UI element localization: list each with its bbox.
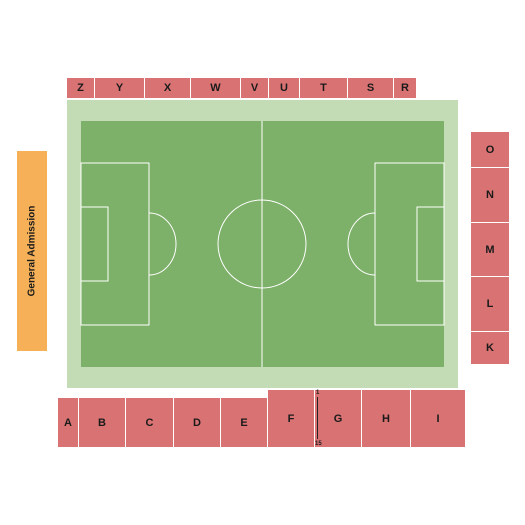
right-goal-box	[416, 206, 445, 282]
section-label: V	[250, 82, 259, 94]
section-t[interactable]: T	[300, 78, 347, 98]
section-v[interactable]: V	[241, 78, 268, 98]
section-l[interactable]: L	[471, 277, 509, 331]
section-g[interactable]: G	[315, 390, 361, 447]
section-label: Y	[115, 82, 124, 94]
section-c[interactable]: C	[126, 398, 173, 447]
center-circle	[217, 199, 307, 289]
section-label: F	[287, 412, 295, 425]
section-m[interactable]: M	[471, 223, 509, 276]
section-label: H	[382, 412, 390, 425]
section-label: N	[486, 189, 494, 201]
section-i[interactable]: I	[411, 390, 465, 447]
section-u[interactable]: U	[269, 78, 299, 98]
section-label: C	[145, 416, 154, 429]
section-label: T	[320, 82, 327, 94]
section-s[interactable]: S	[348, 78, 393, 98]
section-k[interactable]: K	[471, 332, 509, 364]
left-penalty-arc	[148, 212, 177, 276]
section-label: M	[485, 243, 495, 256]
section-label: R	[401, 82, 409, 94]
section-y[interactable]: Y	[95, 78, 144, 98]
section-label: L	[486, 298, 494, 310]
section-label: S	[366, 82, 375, 94]
row-label-last: 15	[315, 441, 322, 447]
section-label: D	[193, 416, 201, 429]
section-label: O	[485, 143, 495, 156]
section-o[interactable]: O	[471, 132, 509, 167]
section-b[interactable]: B	[79, 398, 125, 447]
right-penalty-arc	[347, 212, 376, 276]
section-label: E	[240, 416, 248, 429]
section-label: U	[280, 82, 288, 94]
section-x[interactable]: X	[145, 78, 190, 98]
left-goal-box	[80, 206, 109, 282]
section-r[interactable]: R	[394, 78, 416, 98]
section-a[interactable]: A	[58, 398, 78, 447]
section-w[interactable]: W	[191, 78, 240, 98]
section-f[interactable]: F	[268, 390, 314, 447]
section-label: B	[98, 416, 106, 429]
section-d[interactable]: D	[174, 398, 220, 447]
general-admission-label: General Admission	[26, 205, 38, 297]
section-label: G	[333, 412, 343, 425]
row-label-first: 1	[316, 390, 320, 396]
section-label: Z	[77, 82, 84, 94]
section-label: I	[436, 412, 440, 425]
section-n[interactable]: N	[471, 168, 509, 222]
section-label: K	[486, 342, 494, 354]
section-general-admission[interactable]: General Admission	[17, 151, 47, 351]
section-h[interactable]: H	[362, 390, 410, 447]
section-label: A	[64, 416, 72, 429]
section-label: W	[210, 82, 221, 94]
section-z[interactable]: Z	[67, 78, 94, 98]
section-e[interactable]: E	[221, 398, 267, 447]
row-divider	[317, 397, 318, 439]
section-label: X	[163, 82, 172, 94]
